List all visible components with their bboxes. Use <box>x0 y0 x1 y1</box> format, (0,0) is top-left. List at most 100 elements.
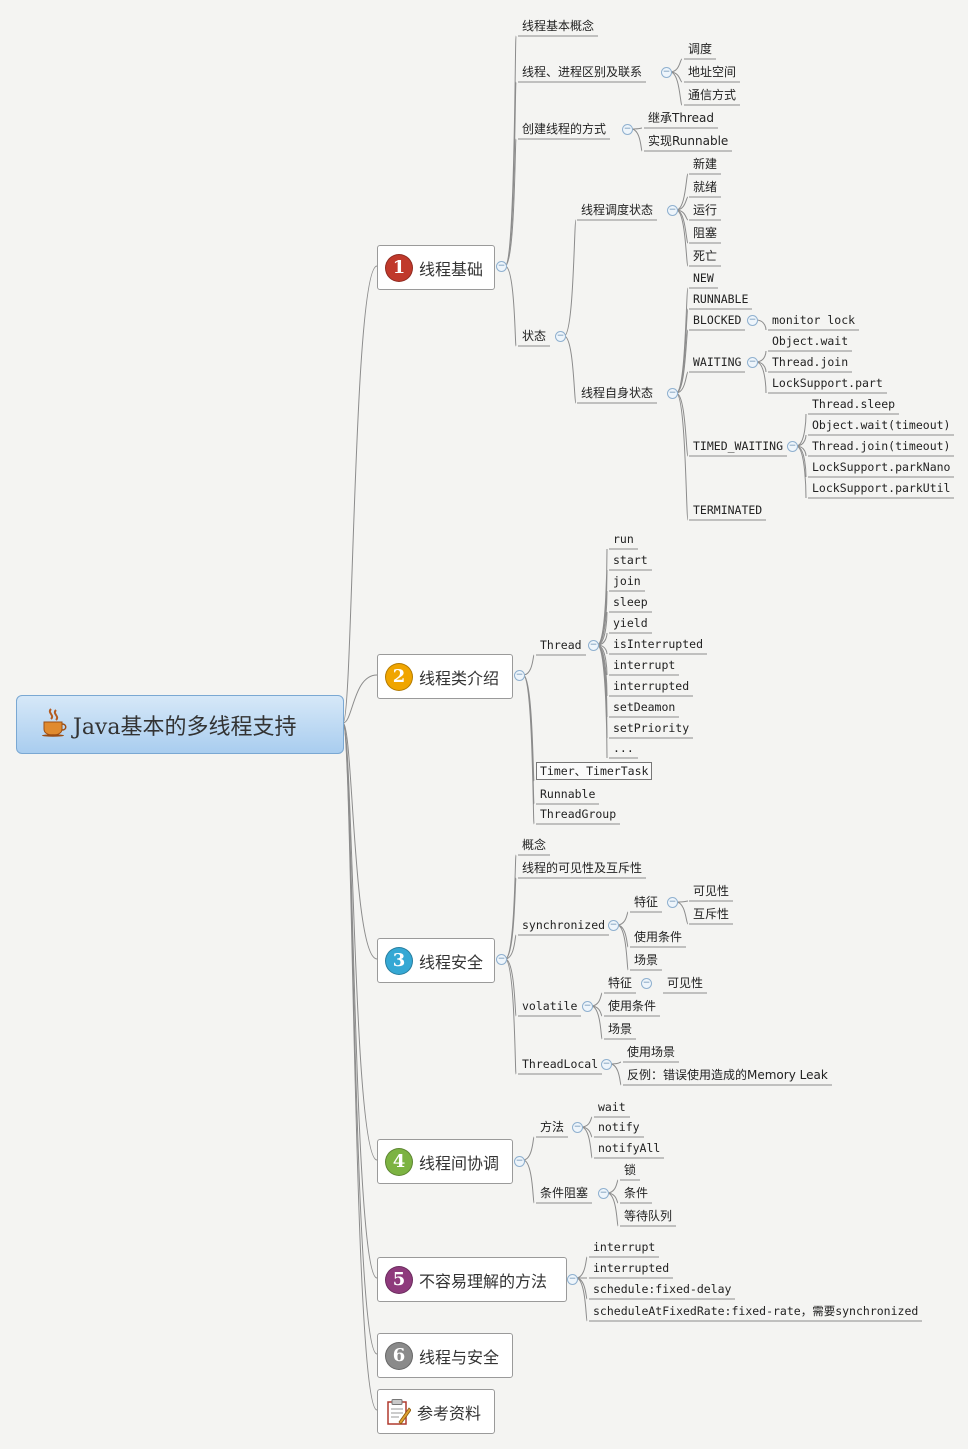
node-object-wait-timeout[interactable]: Object.wait(timeout) <box>812 418 951 432</box>
node-notify[interactable]: notify <box>598 1120 640 1134</box>
node-locksupport-part[interactable]: LockSupport.part <box>772 376 883 390</box>
collapse-toggle[interactable]: − <box>622 124 633 135</box>
collapse-toggle[interactable]: − <box>667 897 678 908</box>
node-method-yield[interactable]: yield <box>613 616 648 630</box>
node-coord-method[interactable]: 方法 <box>540 1120 565 1134</box>
node-NEW[interactable]: NEW <box>693 271 714 285</box>
node-state-running[interactable]: 运行 <box>693 203 718 217</box>
node-method-setdeamon[interactable]: setDeamon <box>613 700 676 714</box>
node-method-join[interactable]: join <box>613 574 641 588</box>
node-tl-scene[interactable]: 使用场景 <box>627 1045 676 1059</box>
node-t5-fixedrate[interactable]: scheduleAtFixedRate:fixed-rate，需要synchro… <box>593 1304 919 1318</box>
collapse-toggle[interactable]: − <box>572 1122 583 1133</box>
node-method-run[interactable]: run <box>613 532 634 546</box>
collapse-toggle[interactable]: − <box>661 67 672 78</box>
node-parkutil[interactable]: LockSupport.parkUtil <box>812 481 951 495</box>
node-WAITING[interactable]: WAITING <box>693 355 742 369</box>
node-vol-scene[interactable]: 场景 <box>608 1022 633 1036</box>
node-self-state[interactable]: 线程自身状态 <box>581 386 654 400</box>
collapse-toggle[interactable]: − <box>747 357 758 368</box>
node-threadlocal[interactable]: ThreadLocal <box>522 1057 599 1071</box>
node-method-setpriority[interactable]: setPriority <box>613 721 690 735</box>
node-synchronized[interactable]: synchronized <box>522 918 606 932</box>
collapse-toggle[interactable]: − <box>747 315 758 326</box>
node-vol-visibility[interactable]: 可见性 <box>667 976 704 990</box>
node-sync-scene[interactable]: 场景 <box>634 953 659 967</box>
node-visibility-mutex[interactable]: 线程的可见性及互斥性 <box>522 861 643 875</box>
node-runnable[interactable]: Runnable <box>540 787 596 801</box>
node-thread-class[interactable]: Thread <box>540 638 582 652</box>
node-sync-mutex[interactable]: 互斥性 <box>693 907 730 921</box>
topic-references[interactable]: 参考资料 <box>377 1389 495 1434</box>
collapse-toggle[interactable]: − <box>667 388 678 399</box>
node-wait-queue[interactable]: 等待队列 <box>624 1209 673 1223</box>
node-thread-sleep[interactable]: Thread.sleep <box>812 397 896 411</box>
node-create-thread[interactable]: 创建线程的方式 <box>522 122 607 136</box>
node-method-more[interactable]: ... <box>613 741 634 755</box>
node-method-interrupt[interactable]: interrupt <box>613 658 676 672</box>
collapse-toggle[interactable]: − <box>555 331 566 342</box>
node-BLOCKED[interactable]: BLOCKED <box>693 313 742 327</box>
node-timer[interactable]: Timer、TimerTask <box>536 762 653 780</box>
collapse-toggle[interactable]: − <box>496 954 507 965</box>
node-sync-feature[interactable]: 特征 <box>634 895 659 909</box>
collapse-toggle[interactable]: − <box>641 978 652 989</box>
node-thread-join[interactable]: Thread.join <box>772 355 849 369</box>
node-method-isinterrupted[interactable]: isInterrupted <box>613 637 704 651</box>
topic-thread-basics[interactable]: 1 线程基础 <box>377 245 495 290</box>
collapse-toggle[interactable]: − <box>496 261 507 272</box>
node-communication[interactable]: 通信方式 <box>688 88 737 102</box>
node-thread-concept[interactable]: 线程基本概念 <box>522 19 595 33</box>
node-state-dead[interactable]: 死亡 <box>693 249 718 263</box>
node-TERMINATED[interactable]: TERMINATED <box>693 503 763 517</box>
topic-thread-safety[interactable]: 3 线程安全 <box>377 938 495 983</box>
node-sync-condition[interactable]: 使用条件 <box>634 930 683 944</box>
node-impl-runnable[interactable]: 实现Runnable <box>648 134 729 148</box>
node-safety-concept[interactable]: 概念 <box>522 838 547 852</box>
node-address-space[interactable]: 地址空间 <box>688 65 737 79</box>
node-TIMED_WAITING[interactable]: TIMED_WAITING <box>693 439 784 453</box>
node-method-start[interactable]: start <box>613 553 648 567</box>
collapse-toggle[interactable]: − <box>601 1059 612 1070</box>
node-state[interactable]: 状态 <box>522 329 547 343</box>
node-vol-feature[interactable]: 特征 <box>608 976 633 990</box>
node-wait[interactable]: wait <box>598 1100 626 1114</box>
node-monitor-lock[interactable]: monitor lock <box>772 313 856 327</box>
topic-thread-classes[interactable]: 2 线程类介绍 <box>377 654 513 699</box>
node-sync-visibility[interactable]: 可见性 <box>693 884 730 898</box>
collapse-toggle[interactable]: − <box>598 1188 609 1199</box>
collapse-toggle[interactable]: − <box>514 670 525 681</box>
node-method-sleep[interactable]: sleep <box>613 595 648 609</box>
node-notifyall[interactable]: notifyAll <box>598 1141 661 1155</box>
node-method-interrupted[interactable]: interrupted <box>613 679 690 693</box>
node-RUNNABLE[interactable]: RUNNABLE <box>693 292 749 306</box>
node-volatile[interactable]: volatile <box>522 999 578 1013</box>
collapse-toggle[interactable]: − <box>667 205 678 216</box>
collapse-toggle[interactable]: − <box>588 640 599 651</box>
node-tl-leak[interactable]: 反例：错误使用造成的Memory Leak <box>627 1068 828 1082</box>
topic-tricky-methods[interactable]: 5 不容易理解的方法 <box>377 1257 567 1302</box>
node-parknano[interactable]: LockSupport.parkNano <box>812 460 951 474</box>
node-state-blocked[interactable]: 阻塞 <box>693 226 718 240</box>
node-thread-process-diff[interactable]: 线程、进程区别及联系 <box>522 65 643 79</box>
collapse-toggle[interactable]: − <box>567 1274 578 1285</box>
node-condition[interactable]: 条件 <box>624 1186 649 1200</box>
collapse-toggle[interactable]: − <box>787 441 798 452</box>
topic-thread-and-security[interactable]: 6 线程与安全 <box>377 1333 513 1378</box>
node-thread-join-timeout[interactable]: Thread.join(timeout) <box>812 439 951 453</box>
collapse-toggle[interactable]: − <box>514 1156 525 1167</box>
node-state-ready[interactable]: 就绪 <box>693 180 718 194</box>
node-vol-condition[interactable]: 使用条件 <box>608 999 657 1013</box>
collapse-toggle[interactable]: − <box>582 1001 593 1012</box>
node-extend-thread[interactable]: 继承Thread <box>648 111 714 125</box>
node-t5-schedule[interactable]: schedule:fixed-delay <box>593 1282 732 1296</box>
node-object-wait[interactable]: Object.wait <box>772 334 849 348</box>
node-scheduling[interactable]: 调度 <box>688 42 713 56</box>
node-t5-interrupt[interactable]: interrupt <box>593 1240 656 1254</box>
node-sched-state[interactable]: 线程调度状态 <box>581 203 654 217</box>
node-cond-block[interactable]: 条件阻塞 <box>540 1186 589 1200</box>
node-lock[interactable]: 锁 <box>624 1163 637 1177</box>
collapse-toggle[interactable]: − <box>608 920 619 931</box>
node-threadgroup[interactable]: ThreadGroup <box>540 807 617 821</box>
topic-thread-coordination[interactable]: 4 线程间协调 <box>377 1139 513 1184</box>
